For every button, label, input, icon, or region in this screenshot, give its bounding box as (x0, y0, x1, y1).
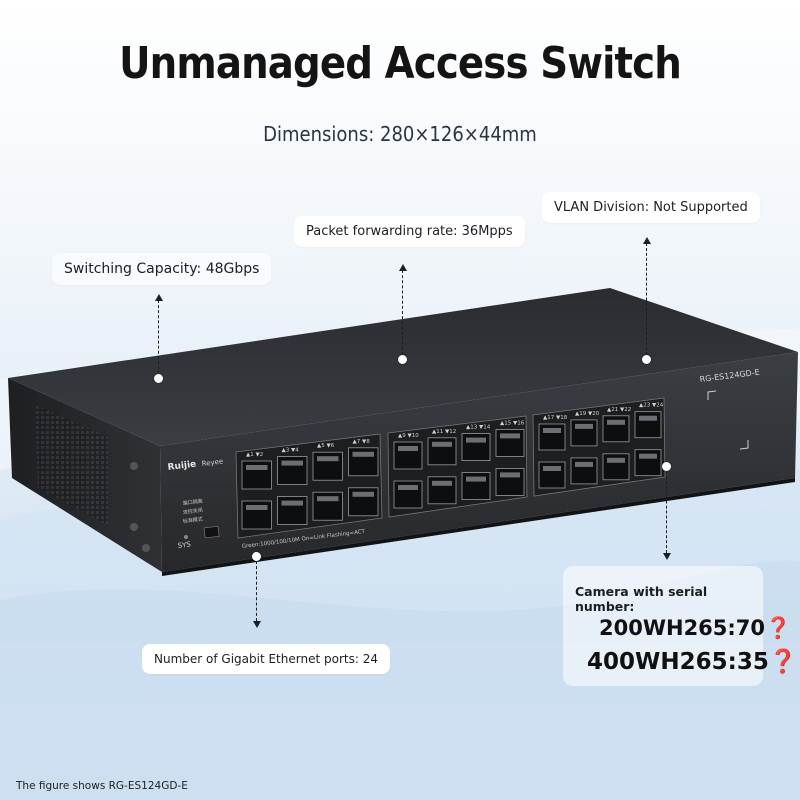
rj45-port-pins (317, 456, 339, 462)
rj45-port-pins (398, 485, 418, 490)
sys-label: SYS (177, 540, 192, 550)
panel-corner-mark (707, 390, 717, 400)
rj45-port-pins (246, 465, 268, 470)
arrow-down-icon (253, 621, 261, 628)
port-number-label: ▲11 ▼12 (432, 429, 456, 435)
port-number-label: ▲17 ▼18 (543, 415, 568, 421)
rj45-port (570, 419, 598, 447)
switch-bottom-edge (162, 478, 795, 576)
marker-dot (252, 552, 261, 561)
rj45-port-pins (607, 419, 625, 425)
dip-switch (203, 525, 220, 539)
port-number-label: ▲15 ▼16 (500, 420, 525, 426)
port-number-label: ▲21 ▼22 (607, 407, 631, 413)
rj45-port-pins (466, 437, 486, 443)
switch-top-face (8, 288, 798, 446)
rj45-port-pins (281, 500, 303, 506)
arrow-up-icon (155, 294, 163, 301)
marker-dot (154, 374, 163, 383)
callout-vlan-division: VLAN Division: Not Supported (542, 192, 760, 223)
rj45-port-pins (575, 423, 593, 429)
rj45-port (602, 453, 630, 481)
leader-line (158, 300, 159, 374)
side-screw (130, 462, 138, 470)
marker-dot (642, 355, 651, 364)
page-title: Unmanaged Access Switch (119, 38, 682, 89)
camera-serial-line-1: 200WH265:70❓ (599, 616, 792, 640)
rj45-port (570, 457, 598, 485)
rj45-port (602, 415, 630, 443)
dimensions-subtitle: Dimensions: 280×126×44mm (263, 122, 537, 146)
camera-serial-label: Camera with serial number: (575, 584, 708, 614)
sys-led (184, 535, 188, 539)
figure-footnote: The figure shows RG-ES124GD-E (16, 780, 188, 792)
leader-line (256, 561, 257, 621)
rj45-port (634, 449, 662, 477)
port-number-label: ▲19 ▼20 (575, 411, 600, 417)
rj45-port-pins (281, 460, 303, 466)
leader-line (666, 471, 667, 553)
callout-gigabit-ports: Number of Gigabit Ethernet ports: 24 (142, 644, 390, 674)
rj45-port-pins (398, 446, 418, 451)
port-number-label: ▲23 ▼24 (639, 403, 664, 409)
rj45-port-pins (352, 451, 374, 457)
vent-grille (35, 405, 108, 525)
rj45-port-pins (575, 461, 593, 467)
port-number-label: ▲1 ▼2 (246, 452, 263, 458)
port-number-label: ▲5 ▼6 (317, 443, 335, 449)
dip-label: 标准模式 (182, 516, 203, 525)
rj45-port (538, 461, 566, 489)
rj45-port-pins (352, 491, 374, 497)
side-screw (130, 523, 138, 531)
callout-packet-forwarding: Packet forwarding rate: 36Mpps (294, 216, 525, 247)
port-block-2 (387, 415, 528, 518)
rj45-port-pins (246, 505, 268, 510)
leader-line (402, 270, 403, 355)
rj45-port-pins (543, 466, 561, 471)
arrow-up-icon (643, 237, 651, 244)
rj45-port-pins (500, 472, 520, 478)
rj45-port-pins (500, 433, 520, 439)
port-number-label: ▲9 ▼10 (398, 433, 419, 439)
rj45-port (538, 423, 566, 451)
arrow-up-icon (399, 264, 407, 271)
port-block-3 (532, 397, 666, 497)
brand-logo: Ruijie (167, 460, 197, 473)
callout-switching-capacity: Switching Capacity: 48Gbps (52, 253, 272, 285)
dip-label: 流控关闭 (182, 507, 203, 516)
rj45-port-pins (639, 453, 657, 459)
dip-label: 端口隔离 (182, 498, 203, 507)
camera-serial-line-2: 400WH265:35❓ (587, 649, 798, 675)
leader-line (646, 243, 647, 355)
rj45-port-pins (317, 496, 339, 502)
port-number-label: ▲13 ▼14 (466, 425, 491, 431)
camera-serial-box: Camera with serial number: 200WH265:70❓ … (563, 566, 797, 686)
sub-brand-logo: Reyee (201, 457, 223, 468)
rj45-port-pins (466, 476, 486, 482)
rj45-port-pins (543, 428, 561, 433)
rj45-port-pins (432, 441, 452, 447)
port-number-label: ▲3 ▼4 (282, 448, 300, 454)
arrow-down-icon (663, 553, 671, 560)
side-screw (142, 544, 150, 552)
rj45-port-pins (639, 415, 657, 421)
rj45-port-pins (432, 480, 452, 486)
rj45-port-pins (607, 457, 625, 463)
port-number-label: ▲7 ▼8 (353, 439, 371, 445)
marker-dot (398, 355, 407, 364)
port-block-1 (235, 433, 383, 539)
rj45-port (634, 411, 662, 439)
marker-dot (662, 462, 671, 471)
panel-corner-mark (739, 440, 749, 450)
